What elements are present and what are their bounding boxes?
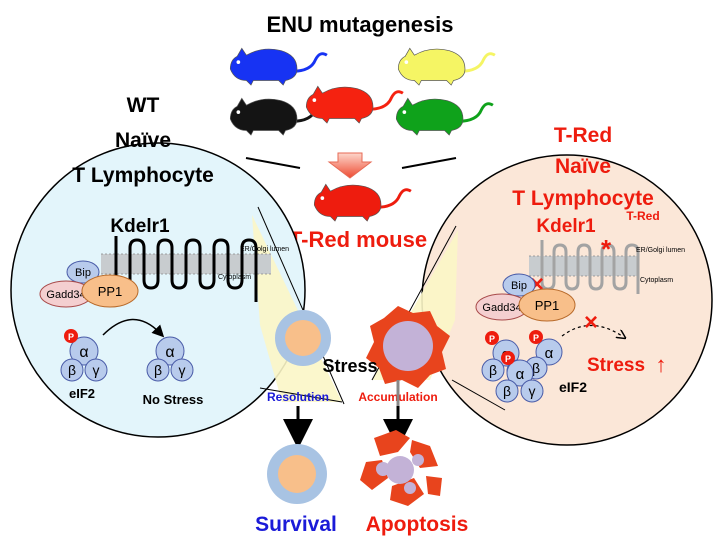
converge-line-right: [401, 157, 457, 169]
tred-mutation-asterisk: *: [601, 234, 612, 264]
svg-text:β: β: [154, 362, 162, 378]
svg-text:P: P: [533, 333, 539, 343]
mouse-green: [395, 97, 494, 136]
svg-text:α: α: [545, 345, 554, 362]
mice-cluster: [229, 47, 496, 136]
svg-text:γ: γ: [93, 362, 100, 378]
wt-cytoplasm-label: Cytoplasm: [218, 274, 251, 281]
selection-down-arrow: [327, 152, 373, 179]
tred-label: T-Red: [554, 124, 612, 147]
wt-pp1-label: PP1: [98, 284, 123, 299]
tred-stress-up-arrow: ↑: [656, 352, 667, 377]
stressed-cell-top-nucleus: [383, 321, 433, 371]
tred-mouse: [313, 183, 412, 222]
tred-dephospho-block-x: ×: [584, 309, 598, 336]
wt-naive-label: Naïve: [115, 129, 171, 152]
tred-blocked-dephospho-arrow: [561, 325, 622, 337]
tred-pp1-protein: [518, 288, 576, 322]
wt-eif2-dephospho: α β γ: [146, 336, 194, 382]
tred-mouse-label: T-Red mouse: [289, 227, 427, 252]
svg-text:α: α: [79, 344, 88, 361]
tred-stress-label: Stress: [587, 355, 645, 376]
svg-text:P: P: [68, 332, 74, 342]
tred-bip-protein: [502, 273, 536, 297]
mouse-red-top: [305, 85, 404, 124]
survival-label: Survival: [255, 513, 337, 536]
resolution-label: Resolution: [267, 390, 329, 404]
svg-text:β: β: [489, 362, 497, 378]
svg-text:γ: γ: [529, 383, 536, 399]
tred-eif2-complex-3: α β γ P: [495, 351, 544, 403]
svg-text:α: α: [165, 344, 174, 361]
wt-bip-label: Bip: [75, 267, 91, 279]
svg-text:γ: γ: [179, 362, 186, 378]
wt-label: WT: [127, 94, 160, 117]
wt-gene-label: Kdelr1: [110, 216, 170, 237]
tred-membrane-bar: [529, 256, 637, 276]
svg-text:α: α: [516, 366, 525, 383]
apoptosis-label: Apoptosis: [366, 513, 469, 536]
mouse-yellow: [397, 47, 496, 86]
tred-kdelr1-receptor: [540, 240, 640, 294]
tred-lymphocyte-label: T Lymphocyte: [512, 187, 654, 210]
survival-cell-nucleus: [278, 455, 316, 493]
tred-gene-label: Kdelr1: [536, 216, 596, 237]
tred-pp1-label: PP1: [535, 298, 560, 313]
svg-text:β: β: [68, 362, 76, 378]
wt-kdelr1-receptor: [114, 236, 258, 302]
tred-bip-label: Bip: [511, 280, 527, 292]
tred-naive-label: Naïve: [555, 155, 611, 178]
svg-text:P: P: [505, 354, 511, 364]
tred-mouse-figure: [313, 183, 412, 222]
wt-no-stress-label: No Stress: [143, 392, 204, 407]
title: ENU mutagenesis: [266, 12, 453, 37]
wt-lymphocyte-label: T Lymphocyte: [72, 164, 214, 187]
converge-line-left: [245, 157, 301, 169]
wt-dephospho-arrow: [102, 318, 165, 338]
tred-membrane: [529, 240, 640, 294]
wt-pp1-protein: [81, 274, 139, 308]
tred-gadd34-label: Gadd34: [482, 302, 521, 314]
tred-gene-superscript: T-Red: [626, 209, 659, 223]
tred-lumen-label: ER/Golgi lumen: [636, 247, 685, 254]
svg-text:P: P: [489, 334, 495, 344]
wt-wedge-line-bottom: [259, 387, 343, 403]
svg-text:β: β: [503, 383, 511, 399]
center-stress-label: Stress: [322, 356, 377, 376]
svg-text:β: β: [532, 360, 540, 376]
mouse-blue: [229, 47, 328, 86]
tred-wedge-line-bottom: [451, 379, 506, 411]
wt-eif2-phospho: α β γ P: [60, 329, 108, 382]
wt-eif2-label: eIF2: [69, 386, 95, 401]
wt-wedge-line-top: [257, 206, 345, 405]
healthy-cell-top-nucleus: [285, 320, 321, 356]
tred-cytoplasm-label: Cytoplasm: [640, 277, 673, 284]
wt-membrane: [101, 236, 271, 302]
wt-bip-protein: [66, 260, 100, 284]
apoptotic-cell: [360, 430, 442, 506]
tred-eif2-label: eIF2: [559, 379, 587, 395]
tred-eif2-complex-2: α β P: [524, 330, 563, 380]
wt-lumen-label: ER/Golgi lumen: [240, 246, 289, 253]
wt-gadd34-label: Gadd34: [46, 289, 85, 301]
